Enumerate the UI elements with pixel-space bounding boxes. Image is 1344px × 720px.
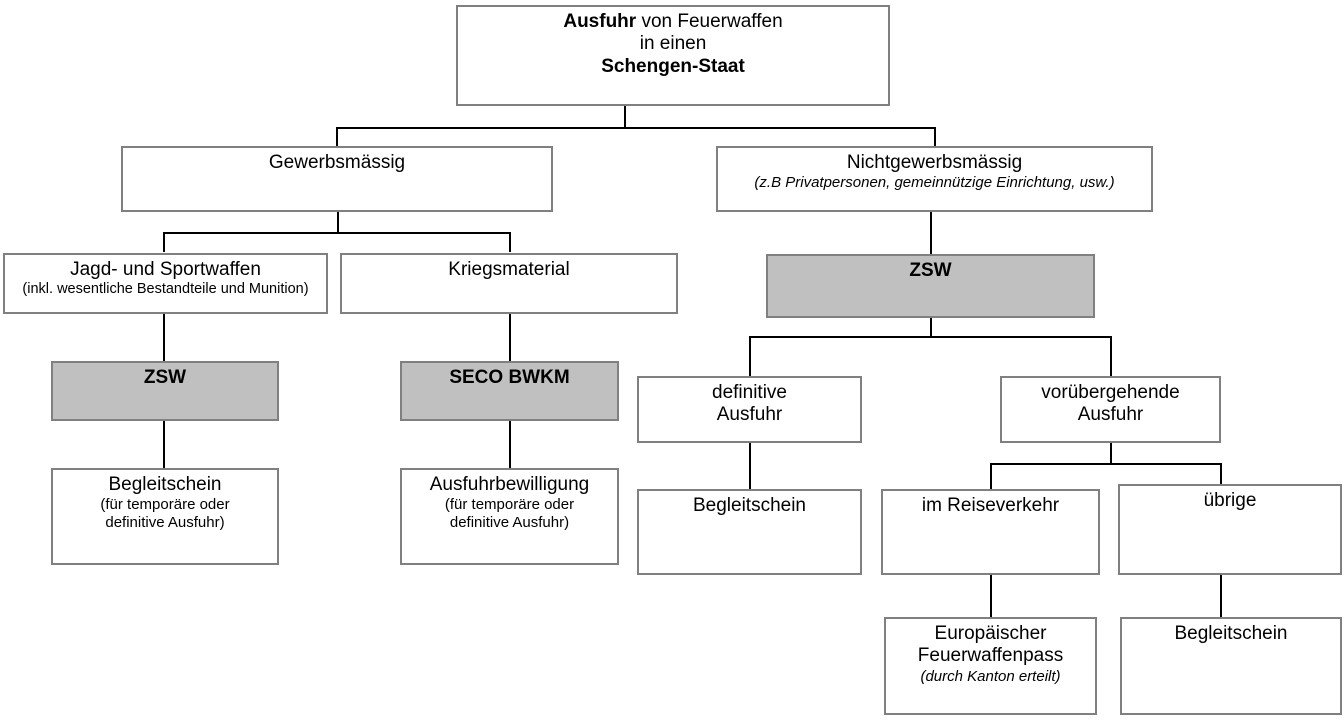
node-definitive-ausfuhr-line2: Ausfuhr — [716, 404, 783, 426]
node-voruebergehende-ausfuhr-line1: vorübergehende — [1041, 382, 1180, 403]
connector-seco-to-ausfuhrbewilligung — [509, 420, 511, 468]
connector-jagd-to-zsw — [163, 313, 165, 361]
node-zsw-nichtgewerbsmaessig[interactable]: ZSW — [766, 254, 1095, 318]
connector-uebrige-to-begleitschein — [1220, 575, 1222, 618]
connector-zsw-right-stem — [930, 318, 932, 338]
node-begleitschein-jagd-sub2: definitive Ausfuhr) — [105, 514, 225, 532]
node-seco-bwkm-title: SECO BWKM — [449, 367, 570, 388]
connector-zsw-right-bar — [749, 336, 1112, 338]
node-jagd-sportwaffen-sub: (inkl. wesentliche Bestandteile und Muni… — [22, 281, 309, 298]
connector-to-uebrige — [1220, 463, 1222, 489]
node-root-regular: von Feuerwaffen — [636, 11, 783, 32]
connector-nichtgewerbsmaessig-to-zsw — [930, 211, 932, 254]
node-seco-bwkm[interactable]: SECO BWKM — [400, 361, 619, 421]
node-zsw-jagd[interactable]: ZSW — [51, 361, 279, 421]
node-definitive-ausfuhr[interactable]: definitive Ausfuhr — [637, 376, 862, 443]
connector-kriegsmaterial-to-seco — [509, 313, 511, 361]
node-begleitschein-definitive-title: Begleitschein — [692, 495, 807, 516]
connector-to-gewerbsmaessig — [336, 127, 338, 147]
connector-zsw-to-begleitschein — [163, 420, 165, 468]
node-root[interactable]: Ausfuhr von Feuerwaffen in einen Schenge… — [456, 5, 890, 106]
node-gewerbsmaessig-title: Gewerbsmässig — [268, 152, 406, 173]
node-begleitschein-jagd[interactable]: Begleitschein (für temporäre oder defini… — [51, 468, 279, 565]
node-begleitschein-definitive[interactable]: Begleitschein — [637, 489, 862, 575]
connector-to-definitive-ausfuhr — [749, 336, 751, 376]
connector-to-kriegsmaterial — [509, 232, 511, 252]
connector-gewerbsmaessig-bar — [163, 232, 511, 234]
connector-voruebergehende-stem — [1110, 443, 1112, 465]
node-root-line1: Ausfuhr von Feuerwaffen — [458, 11, 888, 33]
connector-root-bar — [336, 127, 936, 129]
node-gewerbsmaessig[interactable]: Gewerbsmässig — [121, 146, 553, 212]
node-begleitschein-uebrige-title: Begleitschein — [1174, 623, 1288, 644]
node-ausfuhrbewilligung[interactable]: Ausfuhrbewilligung (für temporäre oder d… — [400, 468, 619, 565]
node-definitive-ausfuhr-line1: definitive — [712, 382, 787, 403]
node-jagd-sportwaffen[interactable]: Jagd- und Sportwaffen (inkl. wesentliche… — [3, 253, 328, 314]
node-europaeischer-feuerwaffenpass-line2: Feuerwaffenpass — [917, 645, 1064, 667]
connector-to-im-reiseverkehr — [990, 463, 992, 489]
connector-definitive-to-begleitschein — [749, 443, 751, 489]
node-zsw-jagd-title: ZSW — [143, 367, 187, 388]
node-nichtgewerbsmaessig-sub: (z.B Privatpersonen, gemeinnützige Einri… — [754, 174, 1115, 192]
node-ausfuhrbewilligung-sub2: definitive Ausfuhr) — [449, 514, 570, 532]
node-nichtgewerbsmaessig-title: Nichtgewerbsmässig — [846, 152, 1023, 173]
connector-root-stem — [624, 105, 626, 129]
node-uebrige-title: übrige — [1203, 490, 1257, 511]
node-europaeischer-feuerwaffenpass-line1: Europäischer — [934, 623, 1047, 644]
connector-to-jagd — [163, 232, 165, 252]
node-begleitschein-jagd-sub1: (für temporäre oder — [100, 496, 230, 514]
node-root-bold: Ausfuhr — [563, 11, 637, 32]
node-ausfuhrbewilligung-sub1: (für temporäre oder — [444, 496, 575, 514]
node-im-reiseverkehr-title: im Reiseverkehr — [921, 495, 1060, 516]
connector-to-nichtgewerbsmaessig — [934, 127, 936, 147]
connector-gewerbsmaessig-stem — [337, 211, 339, 234]
connector-reiseverkehr-to-feuerwaffenpass — [990, 575, 992, 618]
node-begleitschein-jagd-title: Begleitschein — [108, 474, 222, 495]
node-voruebergehende-ausfuhr-line2: Ausfuhr — [1077, 404, 1144, 426]
node-europaeischer-feuerwaffenpass-sub: (durch Kanton erteilt) — [920, 667, 1061, 685]
node-ausfuhrbewilligung-title: Ausfuhrbewilligung — [429, 474, 590, 495]
node-begleitschein-uebrige[interactable]: Begleitschein — [1120, 617, 1342, 715]
node-voruebergehende-ausfuhr[interactable]: vorübergehende Ausfuhr — [1000, 376, 1221, 443]
node-uebrige[interactable]: übrige — [1118, 484, 1342, 575]
node-jagd-sportwaffen-title: Jagd- und Sportwaffen — [70, 259, 261, 280]
connector-voruebergehende-bar — [990, 463, 1222, 465]
node-nichtgewerbsmaessig[interactable]: Nichtgewerbsmässig (z.B Privatpersonen, … — [716, 146, 1153, 212]
node-root-line2: in einen — [639, 33, 707, 55]
node-europaeischer-feuerwaffenpass[interactable]: Europäischer Feuerwaffenpass (durch Kant… — [884, 617, 1097, 715]
connector-to-voruebergehende-ausfuhr — [1110, 336, 1112, 376]
node-kriegsmaterial-title: Kriegsmaterial — [448, 259, 570, 280]
node-kriegsmaterial[interactable]: Kriegsmaterial — [340, 253, 678, 314]
node-root-line3: Schengen-Staat — [601, 55, 745, 77]
node-im-reiseverkehr[interactable]: im Reiseverkehr — [881, 489, 1100, 575]
node-zsw-nichtgewerbsmaessig-title: ZSW — [909, 260, 952, 281]
